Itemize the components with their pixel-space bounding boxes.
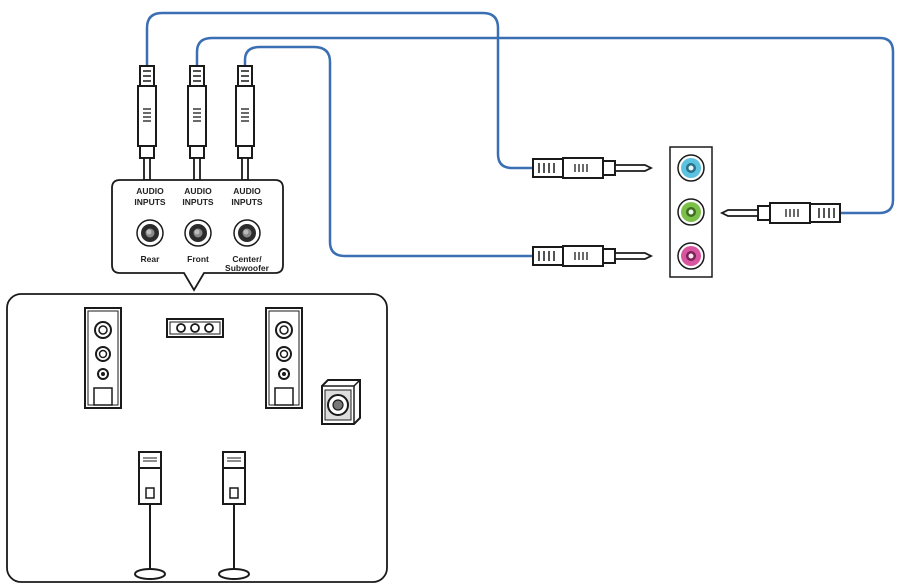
input-label: INPUTS	[134, 197, 166, 207]
speaker-input-panel: AUDIO INPUTS Rear AUDIO INPUTS Front AUD…	[111, 179, 284, 292]
input-name: Rear	[141, 254, 161, 264]
audio-jack-icon[interactable]	[184, 219, 212, 247]
jack-pink[interactable]	[677, 242, 705, 270]
jack-green[interactable]	[677, 198, 705, 226]
cable-front-to-green-port	[195, 36, 895, 215]
input-name: Subwoofer	[225, 263, 270, 273]
audio-jack-icon[interactable]	[136, 219, 164, 247]
mini-jack-plug-icon	[721, 202, 841, 224]
audio-jack-icon[interactable]	[233, 219, 261, 247]
audio-input-rear: AUDIO INPUTS Rear	[134, 186, 166, 264]
speaker-room	[6, 293, 388, 583]
input-label: INPUTS	[231, 197, 263, 207]
cable-rear-to-blue-port	[145, 11, 533, 170]
mini-jack-plug-icon	[532, 245, 652, 267]
mini-jack-plug-icon	[532, 157, 652, 179]
input-name: Center/	[232, 254, 262, 264]
rca-plug-icon	[137, 65, 157, 181]
jack-blue[interactable]	[677, 154, 705, 182]
input-label: AUDIO	[184, 186, 212, 196]
tower-speaker-icon	[84, 307, 122, 409]
input-name: Front	[187, 254, 209, 264]
input-label: INPUTS	[182, 197, 214, 207]
audio-input-center-subwoofer: AUDIO INPUTS Center/ Subwoofer	[225, 186, 270, 273]
audio-input-front: AUDIO INPUTS Front	[182, 186, 214, 264]
input-label: AUDIO	[233, 186, 261, 196]
subwoofer-icon	[321, 379, 361, 425]
cable-center-to-pink-port	[243, 45, 533, 258]
tower-speaker-icon	[265, 307, 303, 409]
center-speaker-icon	[166, 318, 224, 338]
input-label: AUDIO	[136, 186, 164, 196]
rca-plug-icon	[187, 65, 207, 181]
rca-plug-icon	[235, 65, 255, 181]
audio-port-panel	[669, 146, 713, 278]
